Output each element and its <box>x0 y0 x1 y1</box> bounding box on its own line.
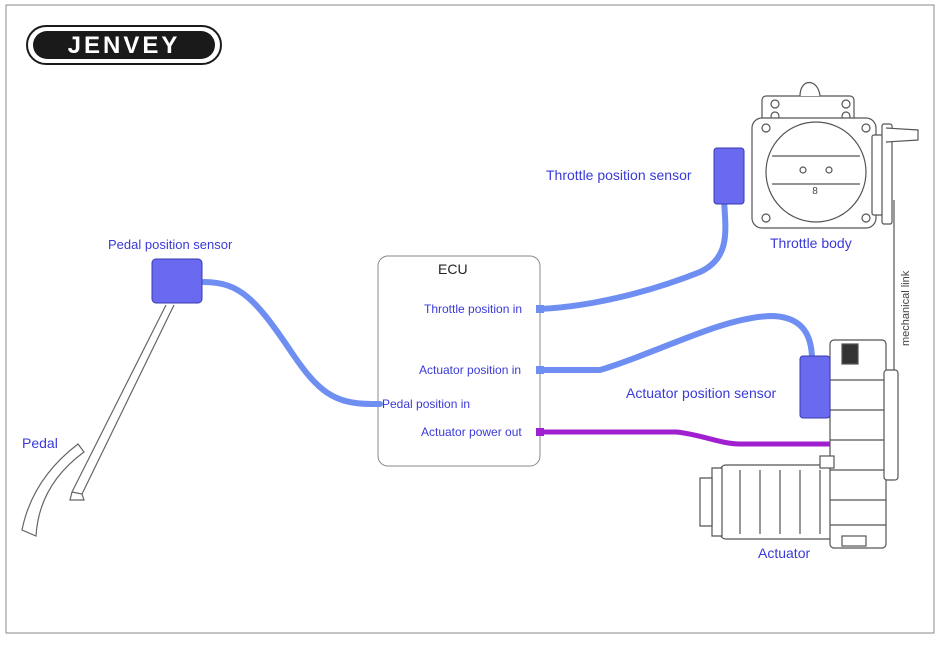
throttle-body-label: Throttle body <box>770 235 852 251</box>
ecu-actuator-position-in: Actuator position in <box>419 363 522 377</box>
ecu-box <box>377 255 541 467</box>
pedal-label: Pedal <box>22 435 58 451</box>
svg-text:JENVEY: JENVEY <box>68 32 181 59</box>
pedal-position-sensor <box>151 258 203 304</box>
power-connector <box>536 428 544 436</box>
jenvey-logo: JENVEY <box>26 25 222 65</box>
throttle-body-drawing <box>751 81 919 229</box>
actuator-connector <box>536 366 544 374</box>
actuator-position-sensor-label: Actuator position sensor <box>626 385 777 401</box>
throttle-position-sensor-label: Throttle position sensor <box>546 167 692 183</box>
signal-wires <box>201 197 815 407</box>
ecu-throttle-position-in: Throttle position in <box>424 302 523 316</box>
mechanical-link-label: mechanical link <box>900 270 912 346</box>
actuator-label: Actuator <box>758 545 811 561</box>
ecu-pedal-position-in: Pedal position in <box>382 397 471 411</box>
throttle-connector <box>536 305 544 313</box>
power-wire <box>537 429 833 447</box>
actuator-position-sensor <box>799 355 831 419</box>
ecu-actuator-power-out: Actuator power out <box>421 425 522 439</box>
pedal-wire <box>201 279 383 407</box>
pedal-drawing <box>21 304 175 537</box>
actuator-drawing <box>699 339 899 549</box>
pedal-position-sensor-label: Pedal position sensor <box>108 237 233 252</box>
throttle-body-number: 8 <box>812 186 818 197</box>
ecu-title: ECU <box>438 261 468 277</box>
actuator-wire <box>537 313 815 373</box>
throttle-wire <box>537 197 729 312</box>
throttle-position-sensor <box>713 147 745 205</box>
